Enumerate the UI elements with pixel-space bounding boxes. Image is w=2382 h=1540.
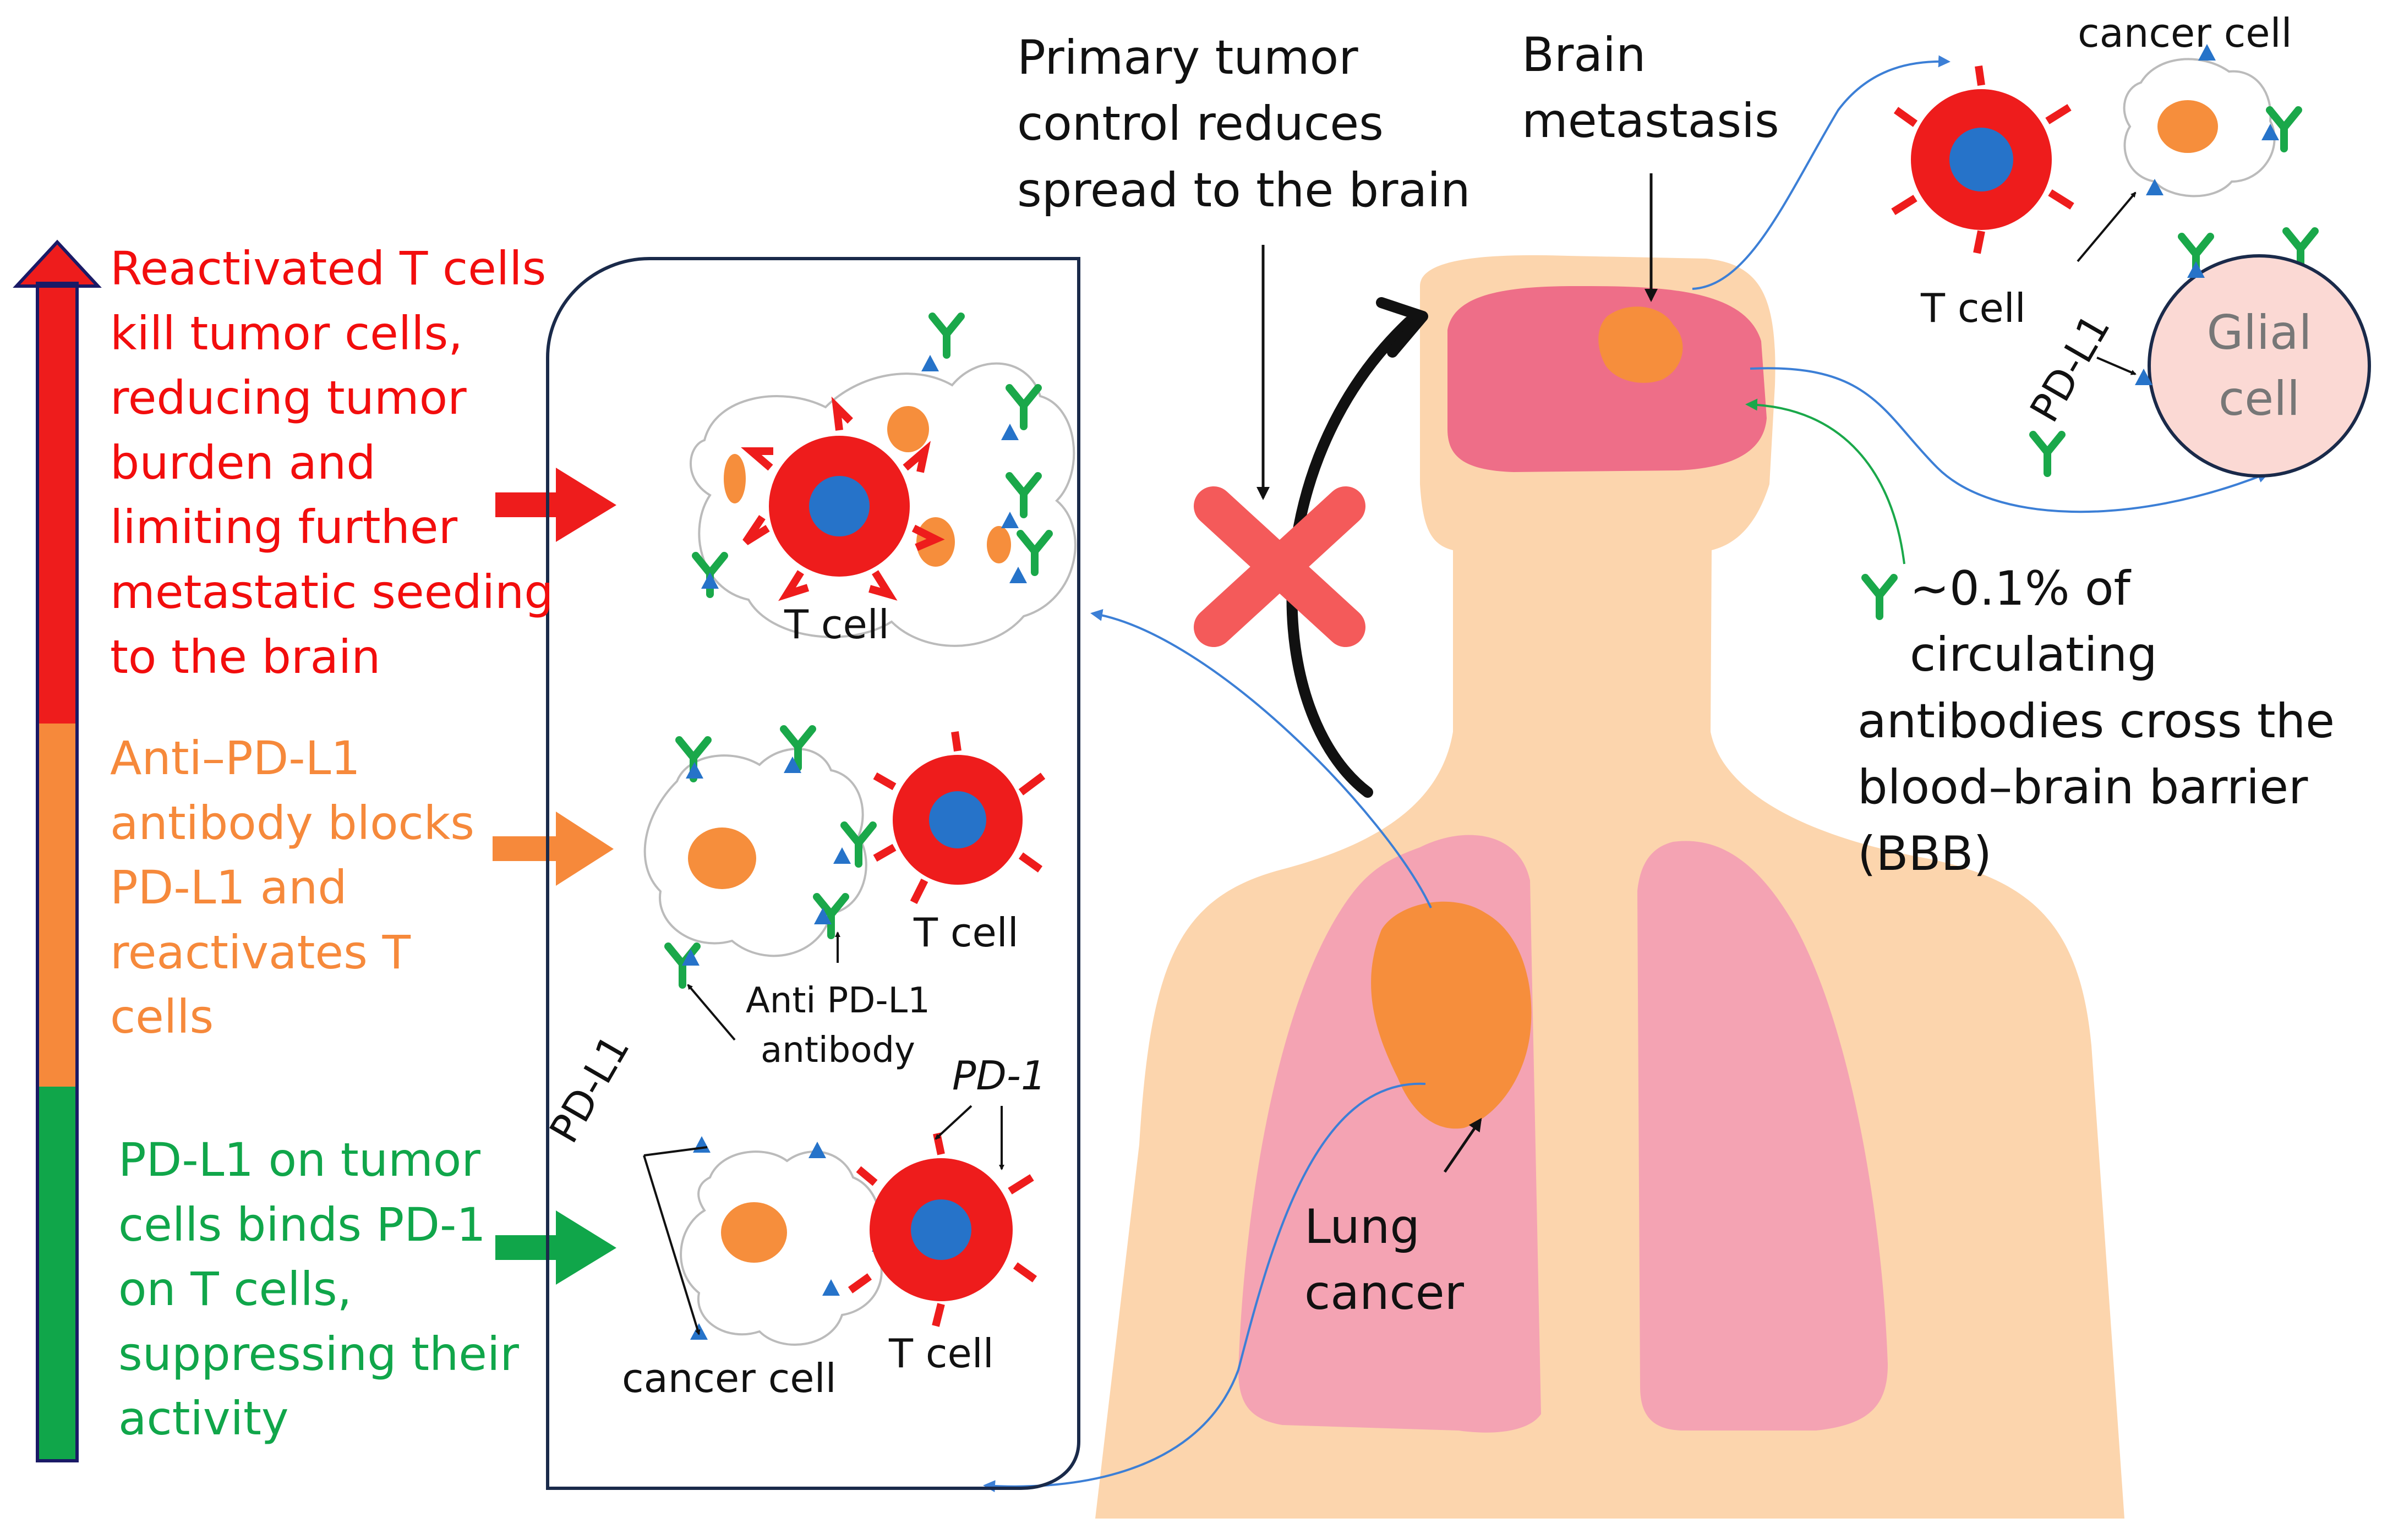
inset-pdl1-icon <box>2187 261 2205 278</box>
pdl1-bracket <box>643 1146 708 1334</box>
panel-top-tcell-label: T cell <box>784 601 889 648</box>
brain-to-glial-curve <box>1750 367 2270 513</box>
panel-pdl1-icon <box>693 1136 711 1153</box>
t-cell-activated <box>741 396 945 601</box>
t-cell-bottom <box>848 1132 1037 1327</box>
spread-curve-head <box>1376 297 1428 358</box>
panel-antibody-label: Anti PD-L1 antibody <box>746 980 930 1071</box>
progression-arrow <box>13 239 102 1462</box>
glial-cell-label: Glial cell <box>2206 305 2312 427</box>
inset-pointer <box>2096 357 2137 375</box>
inset-tcell-label: T cell <box>1921 285 2026 331</box>
blocked-x-mark <box>1194 486 1365 647</box>
stage-antibody-text: Anti–PD-L1 antibody blocks PD-L1 and rea… <box>110 731 475 1044</box>
stage-suppression-text: PD-L1 on tumor cells binds PD-1 on T cel… <box>118 1133 519 1446</box>
panel-antibody-icon <box>932 316 961 355</box>
panel-pd1-label: PD-1 <box>952 1053 1046 1099</box>
brain <box>1447 286 1767 472</box>
stage-arrow-green <box>495 1210 616 1285</box>
stage-arrow-orange <box>493 812 614 886</box>
primary-tumor-label: Primary tumor control reduces spread to … <box>1017 30 1471 218</box>
inset-cancer-cell-label: cancer cell <box>2078 10 2292 56</box>
bbb-green-curve <box>1745 398 1905 565</box>
panel-cancer-cell-label: cancer cell <box>622 1355 837 1401</box>
glial-cell <box>2148 254 2371 478</box>
lung-cancer-label: Lung cancer <box>1304 1199 1465 1321</box>
stage-reactivated-text: Reactivated T cells kill tumor cells, re… <box>110 242 554 684</box>
t-cell-middle <box>873 731 1046 905</box>
middle-cancer-cell <box>643 748 867 957</box>
antibody-pointer <box>687 984 736 1041</box>
panel-mid-tcell-label: T cell <box>914 909 1019 956</box>
bbb-label: ~0.1% of circulating antibodies cross th… <box>1857 561 2335 881</box>
lung-cancer-tumor <box>1371 901 1532 1129</box>
stage-arrow-red <box>495 468 616 542</box>
mechanism-panel <box>546 257 1080 1490</box>
panel-pdl1-icon <box>808 1142 826 1158</box>
inset-antibody-icon <box>2033 435 2062 473</box>
panel-pdl1-icon <box>921 355 939 371</box>
inset-t-cell <box>1891 65 2074 254</box>
pd1-pointer <box>935 1105 973 1140</box>
tumor-to-panel-bottom-curve <box>983 1082 1426 1493</box>
tumor-to-panel-curve <box>1090 609 1432 908</box>
inset-cancer-cell <box>2123 58 2276 198</box>
panel-bottom-tcell-label: T cell <box>889 1330 994 1377</box>
inset-pointer <box>2077 191 2137 262</box>
bottom-cancer-cell <box>680 1150 883 1346</box>
brain-metastasis-label: Brain metastasis <box>1522 28 1779 149</box>
lung-cancer-pointer <box>1443 1117 1482 1173</box>
right-lung <box>1637 841 1888 1431</box>
brain-metastasis-tumor <box>1598 306 1683 383</box>
brain-to-inset-curve <box>1692 55 1951 290</box>
